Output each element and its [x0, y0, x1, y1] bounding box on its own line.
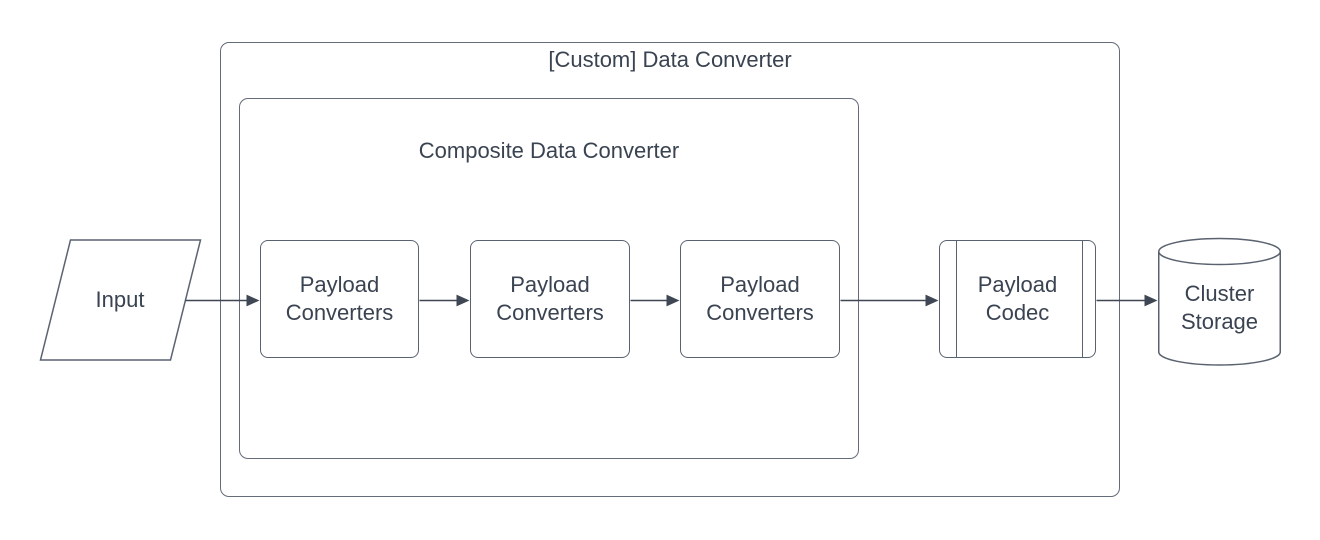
cluster-storage-cylinder: [1158, 237, 1281, 366]
arrow-codec-to-storage: [1096, 294, 1158, 307]
payload-converters-label-1: Payload Converters: [285, 272, 394, 325]
cluster-storage-label: Cluster Storage: [1180, 281, 1259, 334]
arrow-converter1-to-converter2: [419, 294, 470, 307]
arrow-input-to-converter1: [185, 294, 260, 307]
arrow-converter2-to-converter3: [630, 294, 680, 307]
payload-codec-box: Payload Codec: [939, 240, 1096, 358]
codec-right-bar: [1082, 241, 1083, 357]
payload-codec-label: Payload Codec: [977, 272, 1058, 325]
payload-converters-label-2: Payload Converters: [496, 272, 604, 325]
payload-converters-box-2: Payload Converters: [470, 240, 630, 358]
composite-data-converter-group: Composite Data Converter: [239, 98, 859, 459]
composite-data-converter-title: Composite Data Converter: [418, 138, 680, 163]
input-parallelogram: [39, 239, 202, 361]
arrow-converter3-to-codec: [840, 294, 939, 307]
payload-converters-box-1: Payload Converters: [260, 240, 419, 358]
custom-data-converter-title: [Custom] Data Converter: [548, 47, 792, 72]
payload-converters-box-3: Payload Converters: [680, 240, 840, 358]
codec-left-bar: [956, 241, 957, 357]
input-label: Input: [95, 287, 145, 312]
payload-converters-label-3: Payload Converters: [706, 272, 814, 325]
custom-data-converter-group: [Custom] Data Converter: [220, 42, 1120, 497]
